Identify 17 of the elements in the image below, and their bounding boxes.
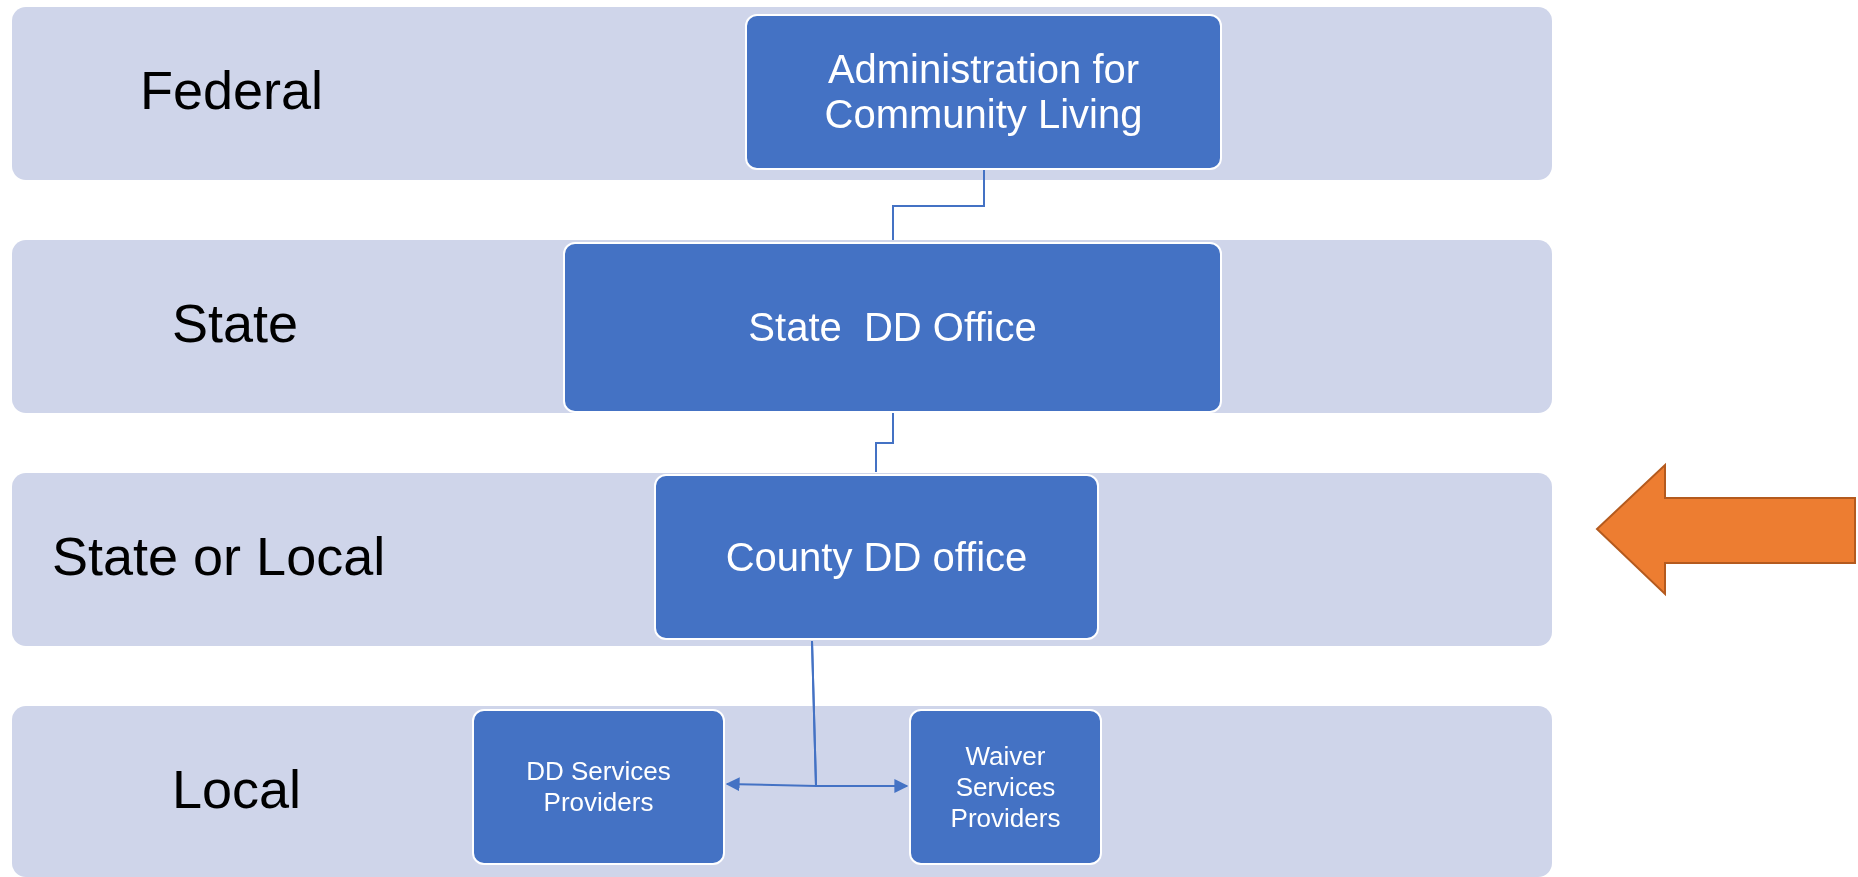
organization-box: Waiver Services Providers <box>909 709 1102 865</box>
block-arrow <box>1595 462 1856 597</box>
level-band <box>12 706 1552 877</box>
organization-box: State DD Office <box>563 242 1222 413</box>
level-label: State <box>172 292 299 354</box>
organization-box: Administration for Community Living <box>745 14 1222 170</box>
level-band <box>12 473 1552 646</box>
level-label: State or Local <box>52 525 386 587</box>
connector-line <box>892 169 985 241</box>
level-band <box>12 7 1552 180</box>
level-band <box>12 240 1552 413</box>
level-label: Local <box>172 758 302 820</box>
organization-box: DD Services Providers <box>472 709 725 865</box>
arrow <box>811 640 909 793</box>
organization-box: County DD office <box>654 474 1099 640</box>
connector-line <box>875 412 894 473</box>
level-label: Federal <box>140 59 324 121</box>
